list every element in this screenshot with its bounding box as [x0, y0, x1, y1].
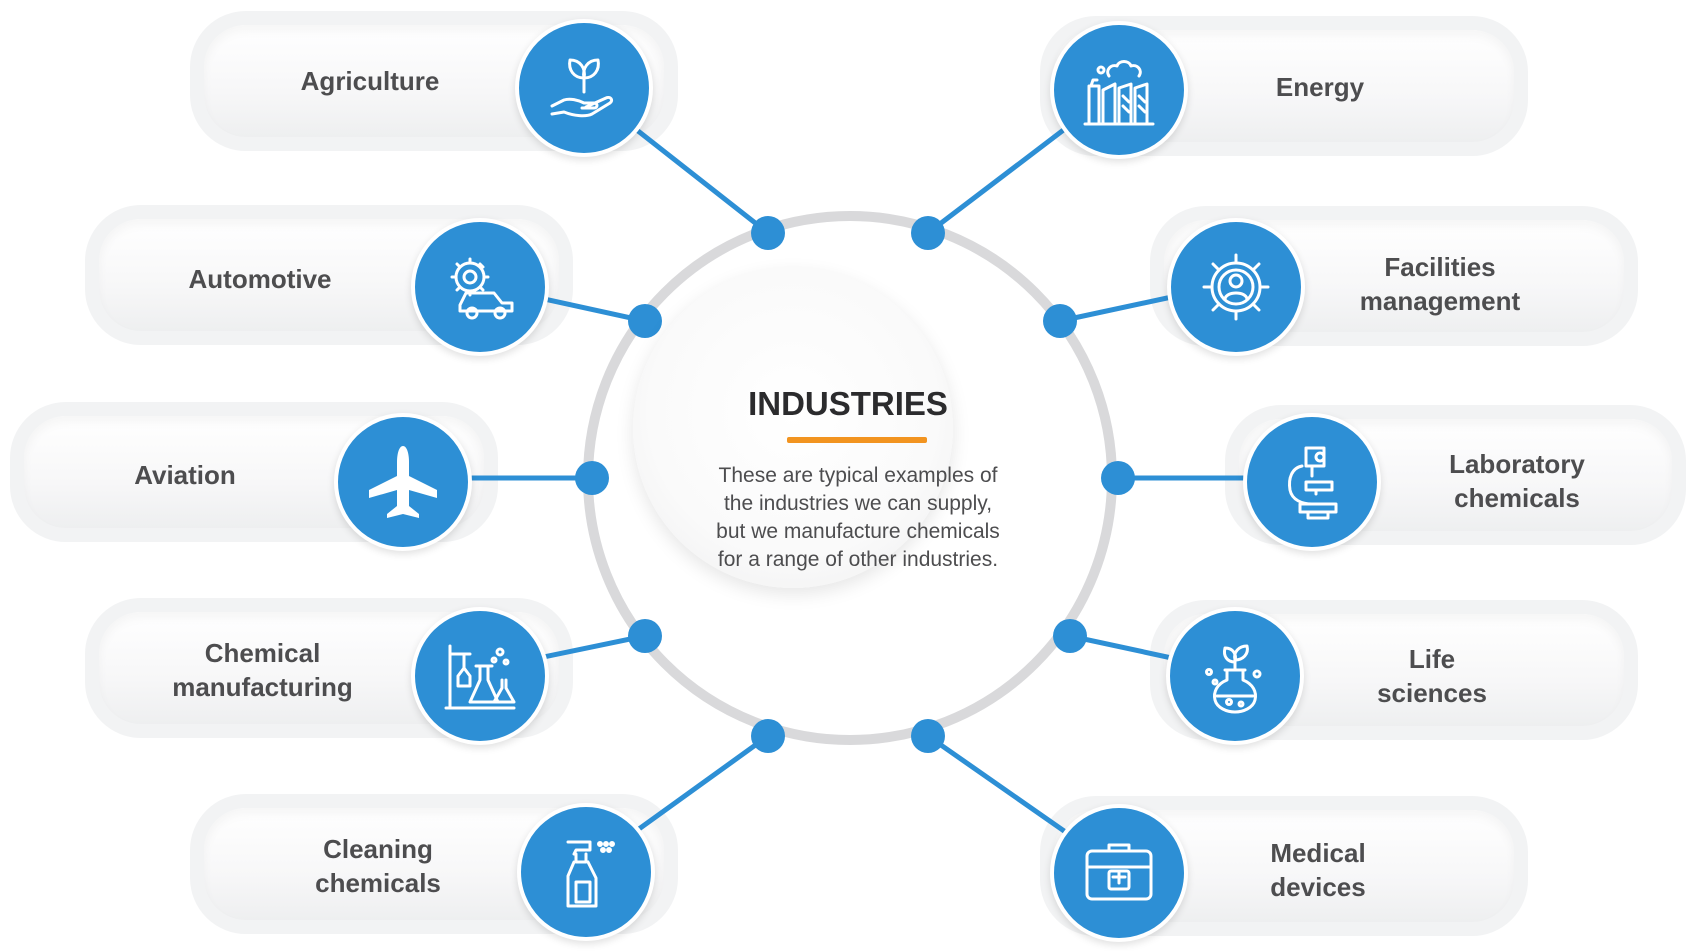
center-title: INDUSTRIES: [748, 385, 948, 422]
center-disc: [633, 268, 953, 588]
lab-glassware-icon: [444, 644, 516, 710]
laboratory-chemicals-node: [1101, 461, 1135, 495]
medical-devices-badge: [1050, 804, 1188, 942]
agriculture-badge: [515, 19, 653, 157]
plant-in-hand-icon: [550, 58, 614, 118]
connector-nodes: [575, 216, 1135, 753]
automotive-label: Automotive: [188, 264, 332, 294]
facilities-management-badge: [1167, 218, 1305, 356]
automotive-node: [628, 304, 662, 338]
energy-label: Energy: [1275, 72, 1365, 102]
laboratory-chemicals-label: Laboratory chemicals: [1449, 449, 1585, 513]
life-sciences-node: [1053, 619, 1087, 653]
facilities-management-node: [1043, 304, 1077, 338]
title-underline: [787, 437, 927, 443]
center-description: These are typical examples of the indust…: [716, 464, 1000, 571]
energy-node: [911, 216, 945, 250]
microscope-icon: [1288, 446, 1338, 520]
agriculture-label: Agriculture: [300, 66, 440, 96]
chemical-manufacturing-badge: [411, 607, 549, 745]
chemical-manufacturing-node: [628, 619, 662, 653]
medical-devices-label: Medical devices: [1270, 838, 1366, 902]
medical-kit-icon: [1085, 843, 1153, 901]
flask-plant-icon: [1205, 644, 1262, 714]
cleaning-chemicals-label: Cleaning chemicals: [315, 834, 441, 898]
aviation-badge: [334, 413, 472, 551]
car-and-gear-icon: [450, 257, 514, 320]
cleaning-chemicals-node: [751, 719, 785, 753]
factory-icon: [1083, 60, 1155, 126]
aviation-label: Aviation: [134, 460, 236, 490]
aviation-node: [575, 461, 609, 495]
automotive-badge: [411, 218, 549, 356]
facilities-management-label: Facilities management: [1359, 252, 1521, 316]
airplane-icon: [369, 446, 437, 518]
energy-badge: [1050, 21, 1188, 159]
laboratory-chemicals-badge: [1243, 413, 1381, 551]
gear-person-icon: [1202, 253, 1270, 321]
life-sciences-badge: [1166, 607, 1304, 745]
spray-bottle-icon: [566, 840, 615, 908]
chemical-manufacturing-label: Chemical manufacturing: [172, 638, 353, 702]
life-sciences-label: Life sciences: [1377, 644, 1487, 708]
medical-devices-node: [911, 719, 945, 753]
agriculture-node: [751, 216, 785, 250]
cleaning-chemicals-badge: [517, 803, 655, 941]
